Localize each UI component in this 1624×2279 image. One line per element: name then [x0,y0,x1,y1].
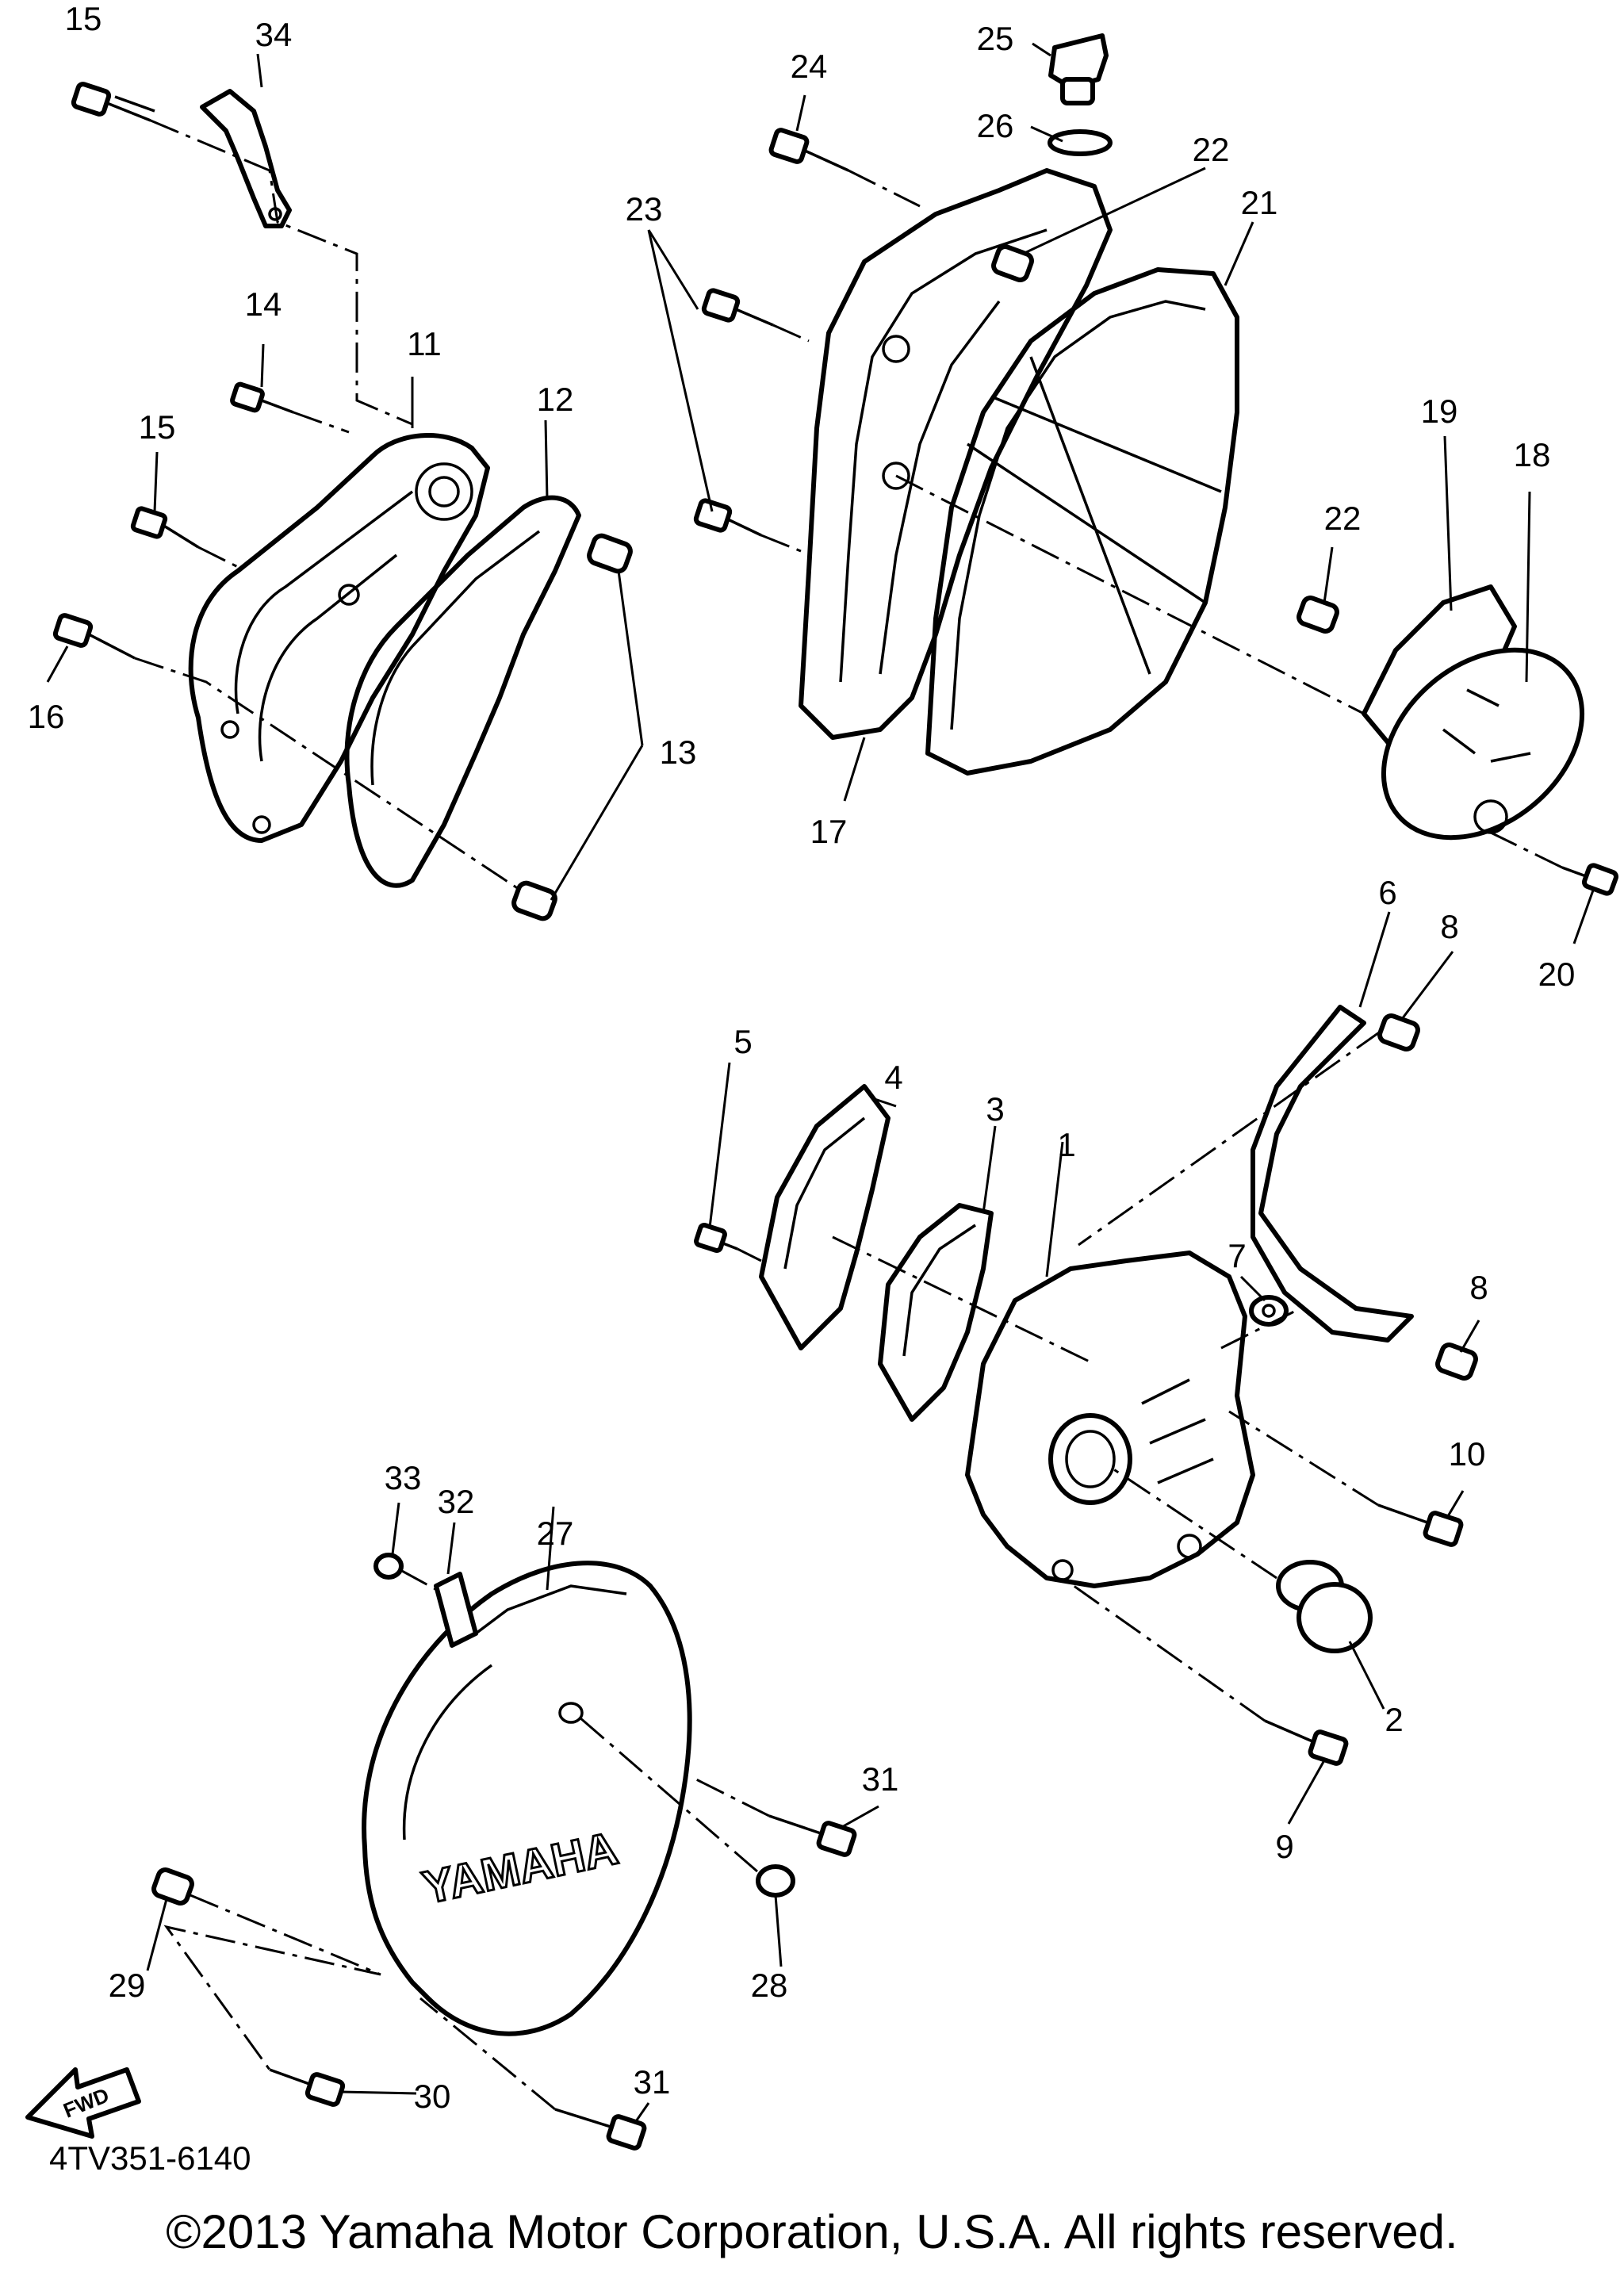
callout-34: 34 [255,16,293,53]
bolt-16 [52,613,136,660]
gasket-6 [1251,1005,1414,1343]
callout-10: 10 [1449,1435,1486,1473]
callout-27: 27 [537,1515,574,1552]
callout-31-upper: 31 [862,1760,899,1798]
callout-22: 22 [1324,500,1362,537]
o-ring-26 [1048,129,1113,156]
callout-19: 19 [1421,393,1458,430]
generator-cover-27 [362,1561,692,2036]
dash-lines [134,119,1563,2111]
gasket-21 [925,267,1239,776]
bolt-28 [756,1864,795,1898]
gasket-12 [344,495,581,888]
dowel-29 [151,1867,194,1906]
bolt-30 [269,2068,346,2107]
bracket-34 [200,89,292,228]
bolt-15-top [71,82,155,122]
bolt-31-lower [554,2108,647,2151]
dowel-13 [511,533,633,921]
callout-31-lower: 31 [634,2063,671,2101]
callout-6: 6 [1378,874,1396,911]
bolt-15 [130,506,199,549]
callout-16: 16 [28,698,65,735]
gasket-3 [878,1203,994,1422]
callout-20: 20 [1538,956,1576,993]
crankcase-cover-11 [188,433,490,843]
callout-5: 5 [733,1023,752,1060]
bolt-14 [230,381,294,414]
callout-25: 25 [977,20,1014,57]
callout-17: 17 [810,813,848,850]
callout-13: 13 [660,733,697,771]
callout-30: 30 [414,2078,451,2115]
callout-18: 18 [1514,436,1551,473]
callout-8: 8 [1469,1269,1488,1306]
bolt-9 [1264,1719,1349,1766]
leader-lines [46,42,1595,2124]
callout-15-top: 15 [65,0,102,37]
filler-cap-25 [1048,33,1109,105]
diagram-code: 4TV351-6140 [49,2139,251,2177]
gasket-4 [759,1084,891,1350]
callout-14: 14 [245,285,282,323]
dowel-8 [1377,1013,1478,1381]
callout-28: 28 [751,1967,788,2004]
screw-20 [1561,863,1619,896]
plug-2 [1276,1560,1373,1653]
copyright-notice: ©2013 Yamaha Motor Corporation, U.S.A. A… [166,2205,1458,2258]
callout-11: 11 [407,325,442,362]
callout-21: 21 [1241,184,1278,221]
callout-32: 32 [438,1483,475,1520]
callout-24: 24 [791,48,828,85]
callout-29: 29 [109,1967,146,2004]
callout-22-top: 22 [1193,131,1230,168]
bolt-23-lower [693,498,762,537]
callout-15: 15 [139,408,176,446]
bolt-5 [694,1222,738,1254]
callout-7: 7 [1228,1237,1246,1274]
callout-1: 1 [1057,1126,1075,1163]
callout-8-top: 8 [1440,908,1458,945]
clutch-cover-17 [799,168,1113,740]
bolt-23-upper [701,288,774,327]
callout-12: 12 [537,381,574,418]
bolt-31-upper [768,1814,857,1857]
washer-7 [1249,1295,1289,1327]
callout-9: 9 [1275,1828,1293,1865]
nut-33 [373,1553,404,1580]
dowel-22 [991,244,1339,634]
callouts: 15 34 25 24 26 22 23 21 14 11 12 19 15 1… [28,0,1576,2115]
case-cover-1 [965,1251,1255,1588]
callout-3: 3 [986,1090,1004,1128]
callout-2: 2 [1385,1701,1403,1738]
bolt-24 [768,128,849,172]
fwd-arrow [25,2067,141,2139]
bracket-32 [434,1572,478,1648]
callout-23: 23 [626,190,663,228]
callout-33: 33 [385,1459,422,1496]
callout-26: 26 [977,107,1014,144]
bolt-10 [1377,1503,1464,1547]
callout-4: 4 [884,1059,902,1096]
